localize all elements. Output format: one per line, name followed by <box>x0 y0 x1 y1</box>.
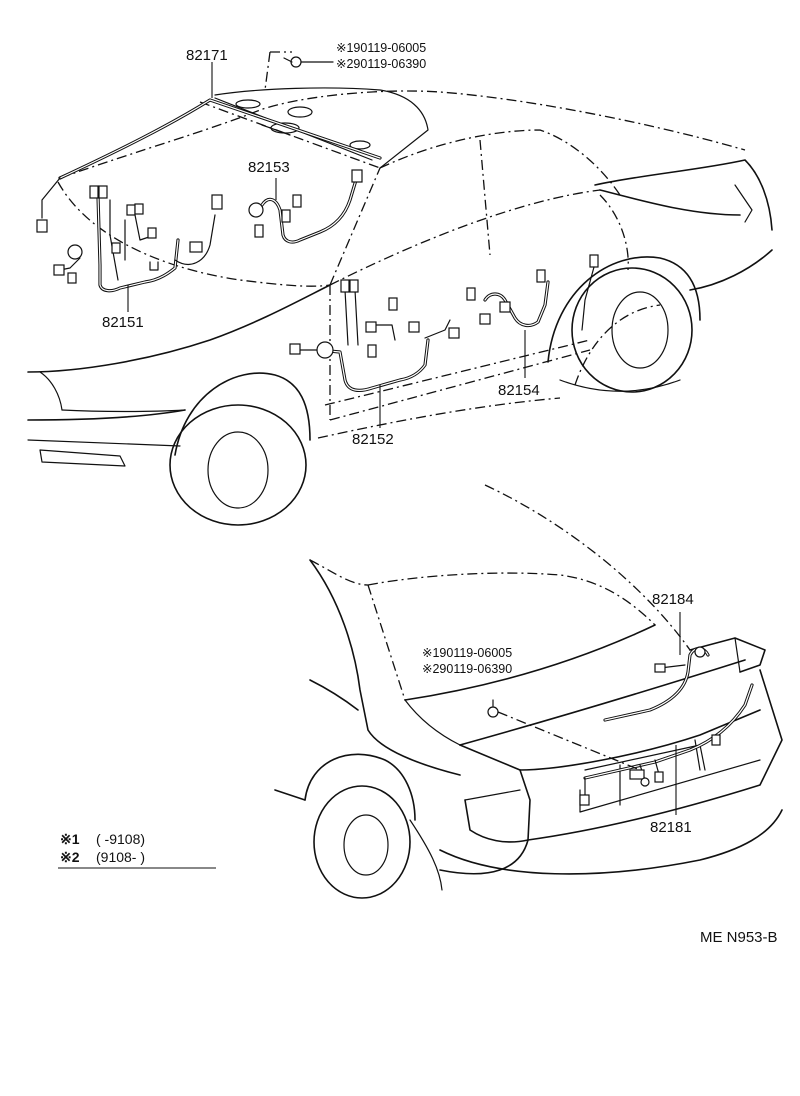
serial-range-legend: ※1 ( -9108) ※2 (9108- ) <box>58 831 216 869</box>
trunk-harness-82181 <box>579 683 754 815</box>
part-label-82171: 82171 <box>186 47 228 64</box>
clip-note-rear-line2: ※290119-06390 <box>422 662 512 676</box>
part-label-82153: 82153 <box>248 159 290 176</box>
pillar-harness-82153 <box>248 169 363 244</box>
top-car-body <box>27 87 773 526</box>
legend-row1-range: ( -9108) <box>96 831 145 847</box>
trunk-harness-82184 <box>603 612 710 722</box>
clip-top-icon <box>264 51 334 91</box>
legend-row2-range: (9108- ) <box>96 849 145 865</box>
part-label-82154: 82154 <box>498 382 540 399</box>
roof-harness-82171 <box>36 98 382 233</box>
legend-row2-mark: ※2 <box>60 849 80 865</box>
clip-note-top-line2: ※290119-06390 <box>336 57 426 71</box>
legend-row1-mark: ※1 <box>60 831 80 847</box>
rear-door-harness-82154 <box>466 254 599 331</box>
clip-note-rear-line1: ※190119-06005 <box>422 646 512 660</box>
part-label-82181: 82181 <box>650 819 692 836</box>
floor-harness-82152 <box>289 279 591 421</box>
clip-rear-icon <box>487 699 641 771</box>
clip-note-top-line1: ※190119-06005 <box>336 41 426 55</box>
part-label-82184: 82184 <box>652 591 694 608</box>
drawing-code: ME N953-B <box>700 929 778 946</box>
front-door-harness-82151 <box>53 185 223 293</box>
part-label-82151: 82151 <box>102 314 144 331</box>
top-leader-lines <box>127 62 526 428</box>
part-label-82152: 82152 <box>352 431 394 448</box>
bottom-car-body <box>274 484 783 899</box>
